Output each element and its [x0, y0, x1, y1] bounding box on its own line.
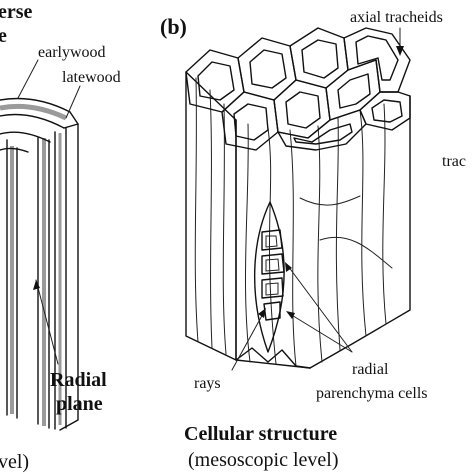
axial-tracheids-label: axial tracheids	[350, 9, 443, 26]
panel-b-label: (b)	[160, 14, 187, 39]
tracheid-cell	[289, 27, 349, 89]
growth-rings-block	[0, 97, 79, 431]
tracheid-cell	[273, 79, 331, 139]
tracheid-cell	[237, 37, 297, 101]
tracheid-cell	[277, 109, 367, 151]
tracheid-cross-sections	[185, 27, 411, 151]
radial-label: radial	[352, 361, 389, 378]
rays-leader	[231, 311, 265, 371]
left-caption-fragment: vel)	[0, 451, 29, 473]
parenchyma-cell	[263, 301, 281, 321]
tracheids-label-cut: trac	[442, 153, 466, 170]
rays-arrowhead	[258, 308, 266, 318]
earlywood-leader	[17, 59, 39, 99]
tracheid-block	[185, 71, 411, 369]
radial-plane-label-2: plane	[56, 393, 103, 415]
latewood-leader	[65, 85, 81, 119]
parenchyma-leader-2	[289, 313, 353, 353]
parenchyma-arrowhead-1	[285, 262, 292, 272]
parenchyma-cell	[261, 229, 283, 251]
radial-plane-label-1: Radial	[50, 369, 107, 391]
ray-lens	[253, 201, 285, 353]
rays-label: rays	[194, 375, 221, 392]
radial-plane-arrowhead	[33, 280, 40, 290]
transverse-title-fragment: erse	[0, 1, 33, 23]
radial-plane-leader	[35, 279, 59, 365]
latewood-label: latewood	[62, 69, 121, 86]
axial-tracheids-arrowhead	[396, 46, 404, 56]
parenchyma-cell	[261, 277, 284, 299]
earlywood-label: earlywood	[38, 44, 106, 61]
parenchyma-cell	[261, 253, 285, 275]
parenchyma-arrowhead-2	[286, 311, 295, 319]
parenchyma-cells-label: parenchyma cells	[316, 385, 428, 402]
transverse-title-fragment-2: e	[0, 25, 7, 47]
parenchyma-leader-1	[287, 265, 353, 353]
cellular-structure-title: Cellular structure	[184, 423, 337, 445]
mesoscopic-level-caption: (mesoscopic level)	[188, 449, 339, 471]
